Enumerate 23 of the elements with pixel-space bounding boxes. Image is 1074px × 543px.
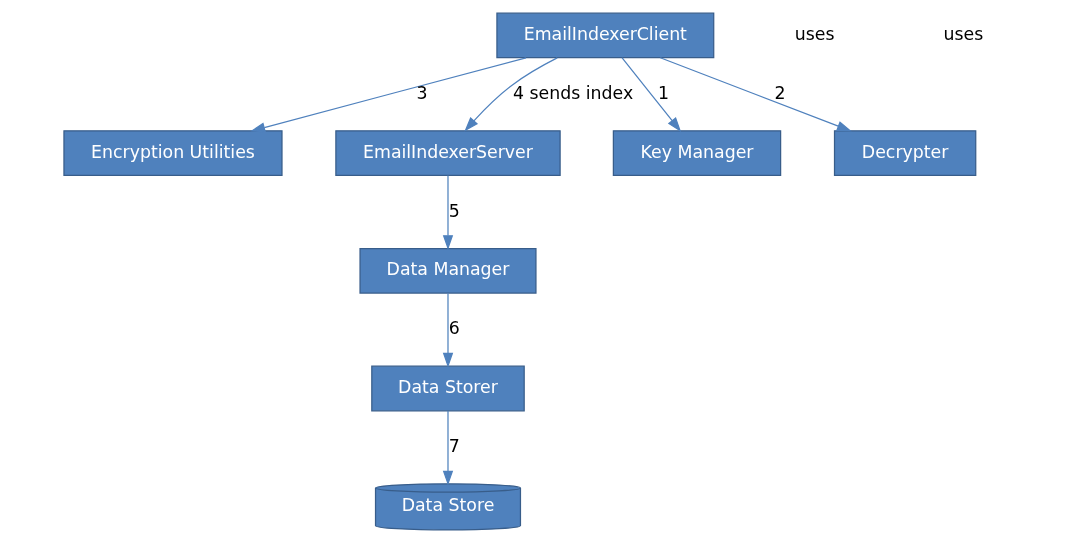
label: uses (794, 24, 835, 44)
node-box: EmailIndexerServer (334, 130, 561, 177)
edge-label: 6 (448, 318, 460, 339)
node-box: Key Manager (612, 130, 781, 177)
arrow (659, 57, 852, 132)
label: uses (943, 24, 983, 44)
arrow (442, 410, 453, 486)
arrow (249, 57, 527, 133)
edge-label: 7 (448, 435, 460, 456)
node-box: Encryption Utilities (62, 130, 283, 177)
edge-label: 3 (415, 82, 427, 103)
edge-label: 1 (657, 82, 669, 103)
arrow (463, 57, 558, 132)
node-box: Data Storer (370, 365, 525, 412)
node-box: Decrypter (833, 130, 976, 177)
node-box: Data Manager (358, 247, 537, 294)
edge-label: 2 (773, 82, 786, 103)
arrow (621, 57, 681, 132)
edge-label: 4 sends index (512, 82, 633, 103)
arrow (442, 292, 453, 368)
arrow (442, 174, 453, 251)
edge-label: 5 (448, 200, 460, 221)
node-box: EmailIndexerClient (495, 12, 714, 59)
